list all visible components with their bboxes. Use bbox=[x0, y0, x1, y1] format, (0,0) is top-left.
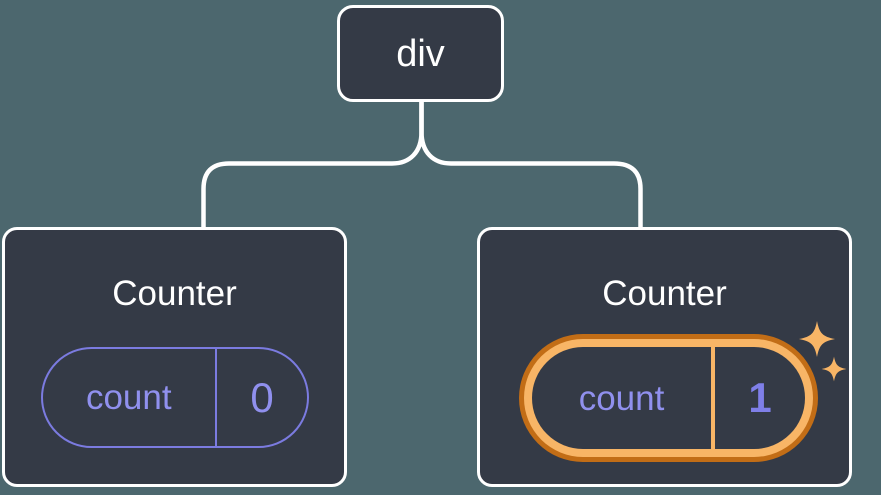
state-key-label: count bbox=[85, 378, 172, 417]
state-key-section: count bbox=[43, 349, 215, 446]
sparkle-small-icon bbox=[821, 356, 847, 382]
pill-divider bbox=[214, 349, 217, 446]
state-key-label: count bbox=[578, 378, 665, 418]
root-node: div bbox=[337, 5, 504, 102]
counter-card-left: Counter count 0 bbox=[2, 227, 347, 487]
state-pill: count 0 bbox=[41, 347, 309, 448]
state-value: 0 bbox=[250, 373, 274, 421]
connector-left-branch bbox=[201, 97, 424, 232]
pill-divider bbox=[711, 347, 715, 449]
state-value-section: 1 bbox=[715, 347, 805, 449]
state-pill-highlighted: count 1 bbox=[532, 347, 805, 449]
state-value-section: 0 bbox=[217, 349, 307, 446]
counter-title: Counter bbox=[602, 274, 727, 313]
counter-title: Counter bbox=[112, 274, 237, 313]
state-value: 1 bbox=[748, 374, 772, 421]
connector-right-branch bbox=[419, 97, 643, 232]
sparkle-large-icon bbox=[798, 320, 836, 358]
state-key-section: count bbox=[532, 347, 711, 449]
counter-card-right: Counter count 1 bbox=[477, 227, 852, 487]
root-node-label: div bbox=[396, 32, 445, 75]
